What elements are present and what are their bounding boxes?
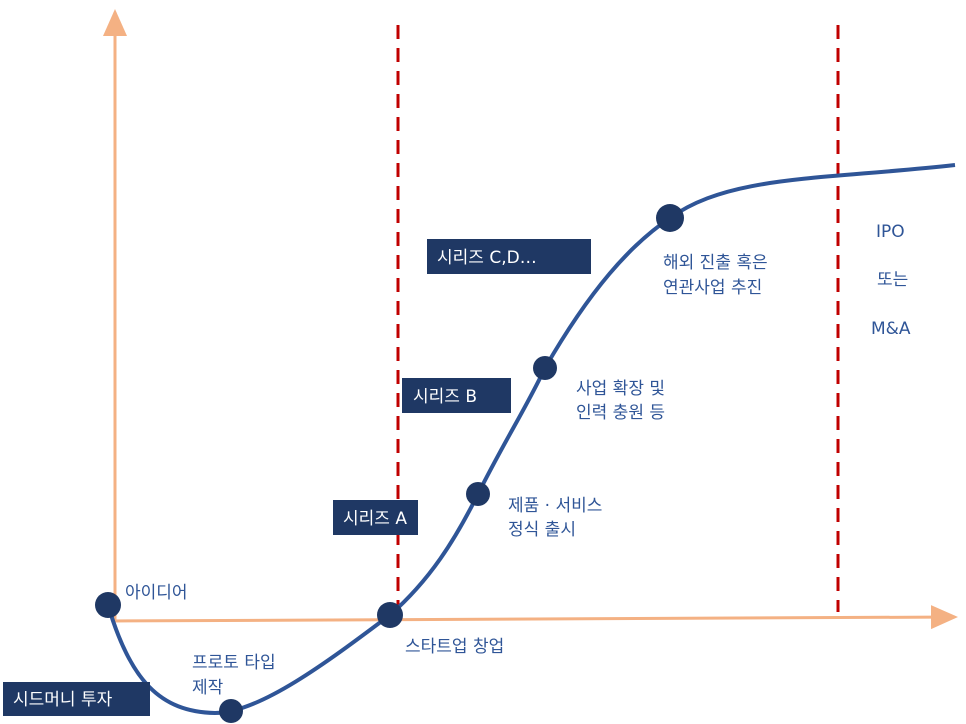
point-launch (466, 482, 490, 506)
x-axis (111, 605, 958, 630)
point-expansion (533, 356, 557, 380)
point-idea (95, 592, 121, 618)
label-exit-ma: M&A (871, 319, 911, 339)
funding-series-a: 시리즈 A (333, 500, 418, 535)
point-startup (377, 602, 403, 628)
label-prototype-1: 프로토 타입 (192, 653, 276, 673)
funding-seed: 시드머니 투자 (3, 682, 150, 716)
label-launch-2: 정식 출시 (508, 520, 576, 540)
label-idea: 아이디어 (125, 583, 188, 603)
label-prototype-2: 제작 (192, 678, 224, 698)
funding-series-b-label: 시리즈 B (413, 387, 477, 407)
label-expansion-2: 인력 충원 등 (576, 403, 665, 423)
funding-series-cd: 시리즈 C,D… (427, 239, 591, 274)
funding-series-cd-label: 시리즈 C,D… (437, 248, 537, 268)
label-expansion-1: 사업 확장 및 (576, 379, 665, 399)
funding-series-b: 시리즈 B (402, 378, 511, 413)
label-launch-1: 제품 · 서비스 (508, 496, 602, 516)
point-overseas (656, 204, 684, 232)
label-exit-ipo: IPO (876, 222, 905, 242)
funding-series-a-label: 시리즈 A (343, 509, 407, 529)
funding-seed-label: 시드머니 투자 (13, 690, 113, 710)
label-overseas-1: 해외 진출 혹은 (663, 253, 768, 273)
label-exit-or: 또는 (877, 270, 908, 290)
point-prototype (219, 699, 243, 723)
label-startup: 스타트업 창업 (405, 637, 504, 657)
label-overseas-2: 연관사업 추진 (663, 278, 762, 298)
